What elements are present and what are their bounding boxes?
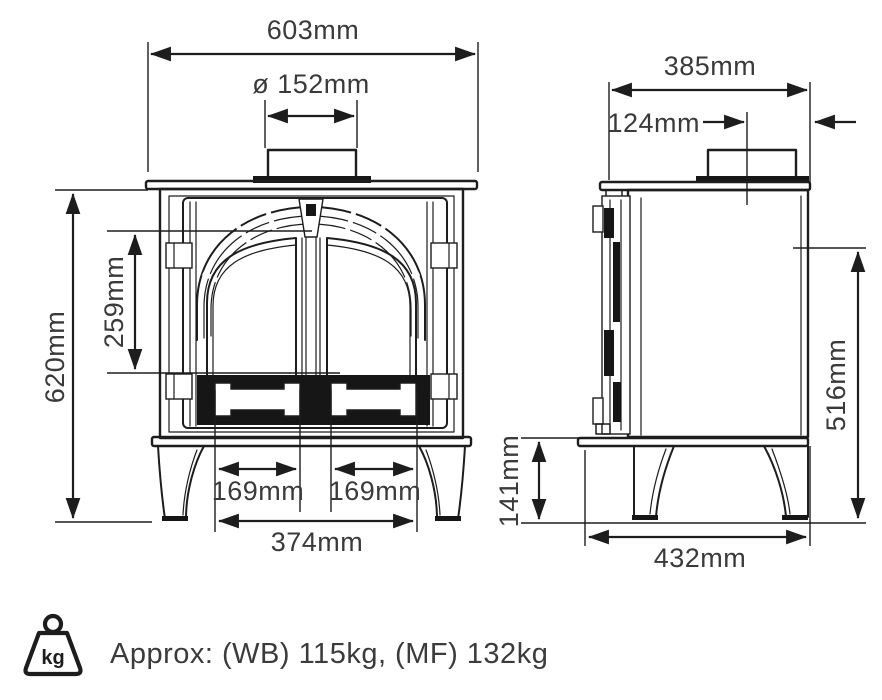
front-dimensions: 603mm ø 152mm 620mm 259mm 169mm 169mm bbox=[40, 15, 479, 557]
side-stove-drawing bbox=[576, 148, 812, 520]
dim-front-left-door-width: 169mm bbox=[212, 476, 305, 506]
side-rear-leg bbox=[763, 445, 809, 518]
side-dimensions: 385mm 124mm 516mm 141mm 432mm bbox=[494, 51, 866, 573]
front-stove-drawing bbox=[144, 148, 479, 521]
side-hinge-knuckle-top bbox=[592, 205, 604, 233]
front-flue-collar bbox=[266, 148, 358, 180]
dim-side-overall-depth: 385mm bbox=[664, 51, 757, 81]
side-door-strip bbox=[592, 195, 631, 435]
dim-side-flue-centre-offset: 124mm bbox=[607, 108, 700, 138]
dim-front-glass-height: 259mm bbox=[99, 256, 129, 349]
front-hinges bbox=[165, 242, 458, 400]
front-right-ash-plate bbox=[330, 382, 417, 417]
kg-icon-label: kg bbox=[41, 647, 64, 669]
side-view: 385mm 124mm 516mm 141mm 432mm bbox=[494, 51, 866, 573]
side-body bbox=[626, 188, 810, 439]
front-right-leg bbox=[418, 445, 466, 520]
front-keystone bbox=[298, 198, 324, 238]
front-body-inner-line bbox=[168, 195, 455, 433]
front-mullion bbox=[301, 237, 321, 384]
front-flue-flange bbox=[253, 176, 371, 183]
side-hinge-knuckle-bottom bbox=[592, 397, 604, 425]
dim-front-right-door-width: 169mm bbox=[329, 476, 422, 506]
front-left-door-glass bbox=[206, 237, 297, 384]
kg-weight-icon: kg bbox=[23, 613, 83, 677]
front-left-leg bbox=[157, 445, 205, 520]
side-flue-flange bbox=[696, 176, 809, 183]
dim-front-overall-height: 620mm bbox=[40, 311, 70, 404]
front-right-door-glass bbox=[326, 237, 417, 384]
weight-note: kg Approx: (WB) 115kg, (MF) 132kg bbox=[23, 613, 548, 677]
side-flue-collar bbox=[706, 148, 798, 180]
dim-front-flue-diameter: ø 152mm bbox=[252, 69, 370, 99]
front-base-plate bbox=[150, 435, 473, 448]
dim-side-base-depth: 432mm bbox=[654, 543, 747, 573]
weight-note-text: Approx: (WB) 115kg, (MF) 132kg bbox=[110, 638, 548, 670]
side-base-plate bbox=[576, 436, 810, 448]
dim-front-doors-overall-width: 374mm bbox=[271, 527, 364, 557]
side-front-leg bbox=[633, 445, 675, 518]
dim-front-overall-width: 603mm bbox=[267, 15, 360, 45]
dim-side-body-height: 516mm bbox=[821, 339, 851, 432]
dim-side-leg-height: 141mm bbox=[494, 435, 524, 528]
front-view: 603mm ø 152mm 620mm 259mm 169mm 169mm bbox=[40, 15, 479, 557]
